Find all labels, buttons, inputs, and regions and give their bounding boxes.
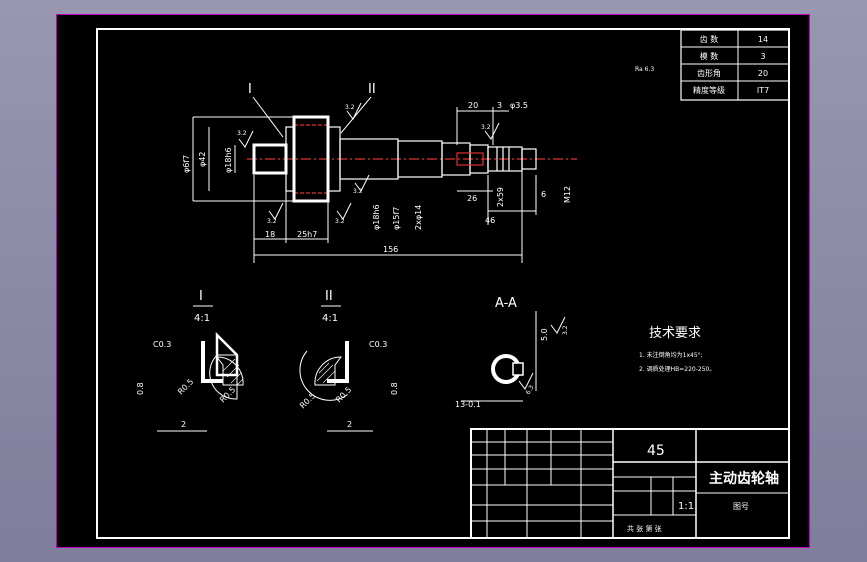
detail-I-dim08: 0.8 — [136, 382, 145, 395]
title-part-name: 主动齿轮轴 — [709, 470, 779, 487]
detail-II-title: II — [325, 289, 333, 304]
detail-I-scale: 4:1 — [194, 313, 210, 324]
detail-I-chamfer: C0.3 — [153, 340, 171, 349]
dim-phi6f7: φ6f7 — [182, 155, 191, 173]
dim-25h7: 25h7 — [297, 230, 317, 239]
rough-32c: 3.2 — [481, 124, 491, 131]
params-table: 齿 数 14 模 数 3 齿形角 20 精度等级 IT7 — [680, 29, 790, 101]
rough-32e: 3.2 — [267, 218, 277, 225]
dim-phi18h6: φ18h6 — [224, 147, 233, 173]
dim-156: 156 — [383, 245, 398, 254]
dim-2x59: 2x59 — [496, 187, 505, 207]
dim-3: 3 — [497, 101, 502, 110]
tech-title: 技术要求 — [649, 326, 701, 341]
title-sheet: 共 张 第 张 — [627, 524, 662, 533]
dim-6: 6 — [541, 190, 546, 199]
label-I: I — [248, 82, 252, 97]
detail-II-scale: 4:1 — [322, 313, 338, 324]
shaft-main-view — [247, 116, 577, 202]
dim-phi42: φ42 — [198, 152, 207, 167]
dim-26: 26 — [467, 194, 477, 203]
top-right-dims — [456, 107, 537, 225]
aa-r: 6.3 — [525, 384, 536, 396]
roughness-symbols — [238, 102, 500, 220]
detail-I-dim2: 2 — [181, 420, 186, 429]
roughness-note: Ra 6.3 — [635, 66, 654, 73]
title-drawing-no: 图号 — [733, 502, 749, 511]
title-material: 45 — [647, 443, 665, 459]
param-value-angle: 20 — [758, 69, 768, 78]
inner-border — [96, 28, 790, 539]
tech-line-2: 2. 调质处理HB=220-250。 — [639, 365, 715, 373]
rough-32d: 3.2 — [353, 188, 363, 195]
shaft-outline — [252, 115, 330, 203]
param-value-grade: IT7 — [757, 86, 769, 95]
rough-32b: 3.2 — [345, 104, 355, 111]
dim-m12: M12 — [563, 186, 572, 203]
drawing-sheet: 齿 数 14 模 数 3 齿形角 20 精度等级 IT7 Ra 6.3 — [56, 14, 810, 548]
dim-18: 18 — [265, 230, 275, 239]
rough-32f: 3.2 — [335, 218, 345, 225]
rough-32a: 3.2 — [237, 130, 247, 137]
section-AA: A-A — [461, 296, 566, 402]
detail-II: II 4:1 — [299, 289, 349, 401]
param-label-module: 模 数 — [700, 51, 719, 61]
tech-line-1: 1. 未注倒角均为1x45°; — [639, 351, 703, 359]
dim-2xphi14: 2xφ14 — [414, 205, 423, 230]
drawing-svg: 齿 数 14 模 数 3 齿形角 20 精度等级 IT7 Ra 6.3 — [96, 28, 790, 539]
param-label-angle: 齿形角 — [697, 68, 721, 78]
bottom-dims — [253, 171, 523, 263]
param-label-grade: 精度等级 — [693, 85, 725, 95]
detail-I-r1: R0.5 — [176, 377, 195, 396]
detail-II-dim2: 2 — [347, 420, 352, 429]
dim-phi3-5: φ3.5 — [510, 101, 528, 110]
section-AA-title: A-A — [495, 296, 517, 311]
detail-II-chamfer: C0.3 — [369, 340, 387, 349]
left-dims — [192, 116, 294, 202]
title-block — [470, 428, 790, 539]
dim-phi18h6-b: φ18h6 — [372, 204, 381, 230]
detail-I: I 4:1 — [193, 289, 244, 400]
detail-I-title: I — [199, 289, 203, 304]
aa-dim2: 13-0.1 — [455, 400, 481, 409]
param-value-teeth: 14 — [758, 35, 768, 44]
detail-II-r2: R0.5 — [334, 385, 353, 404]
detail-II-r1: R0.5 — [298, 391, 317, 410]
aa-rough: 3.2 — [562, 325, 569, 335]
detail-I-r2: R0.5 — [218, 385, 237, 404]
dim-phi15f7: φ15f7 — [392, 207, 401, 230]
dim-46: 46 — [485, 216, 495, 225]
detail-II-dim08: 0.8 — [390, 382, 399, 395]
param-value-module: 3 — [760, 52, 765, 61]
label-II: II — [368, 82, 376, 97]
leader-II — [340, 96, 372, 134]
dim-20: 20 — [468, 101, 478, 110]
title-scale: 1:1 — [678, 501, 694, 512]
param-label-teeth: 齿 数 — [700, 34, 719, 44]
aa-dim1: 5.0 — [540, 328, 549, 341]
